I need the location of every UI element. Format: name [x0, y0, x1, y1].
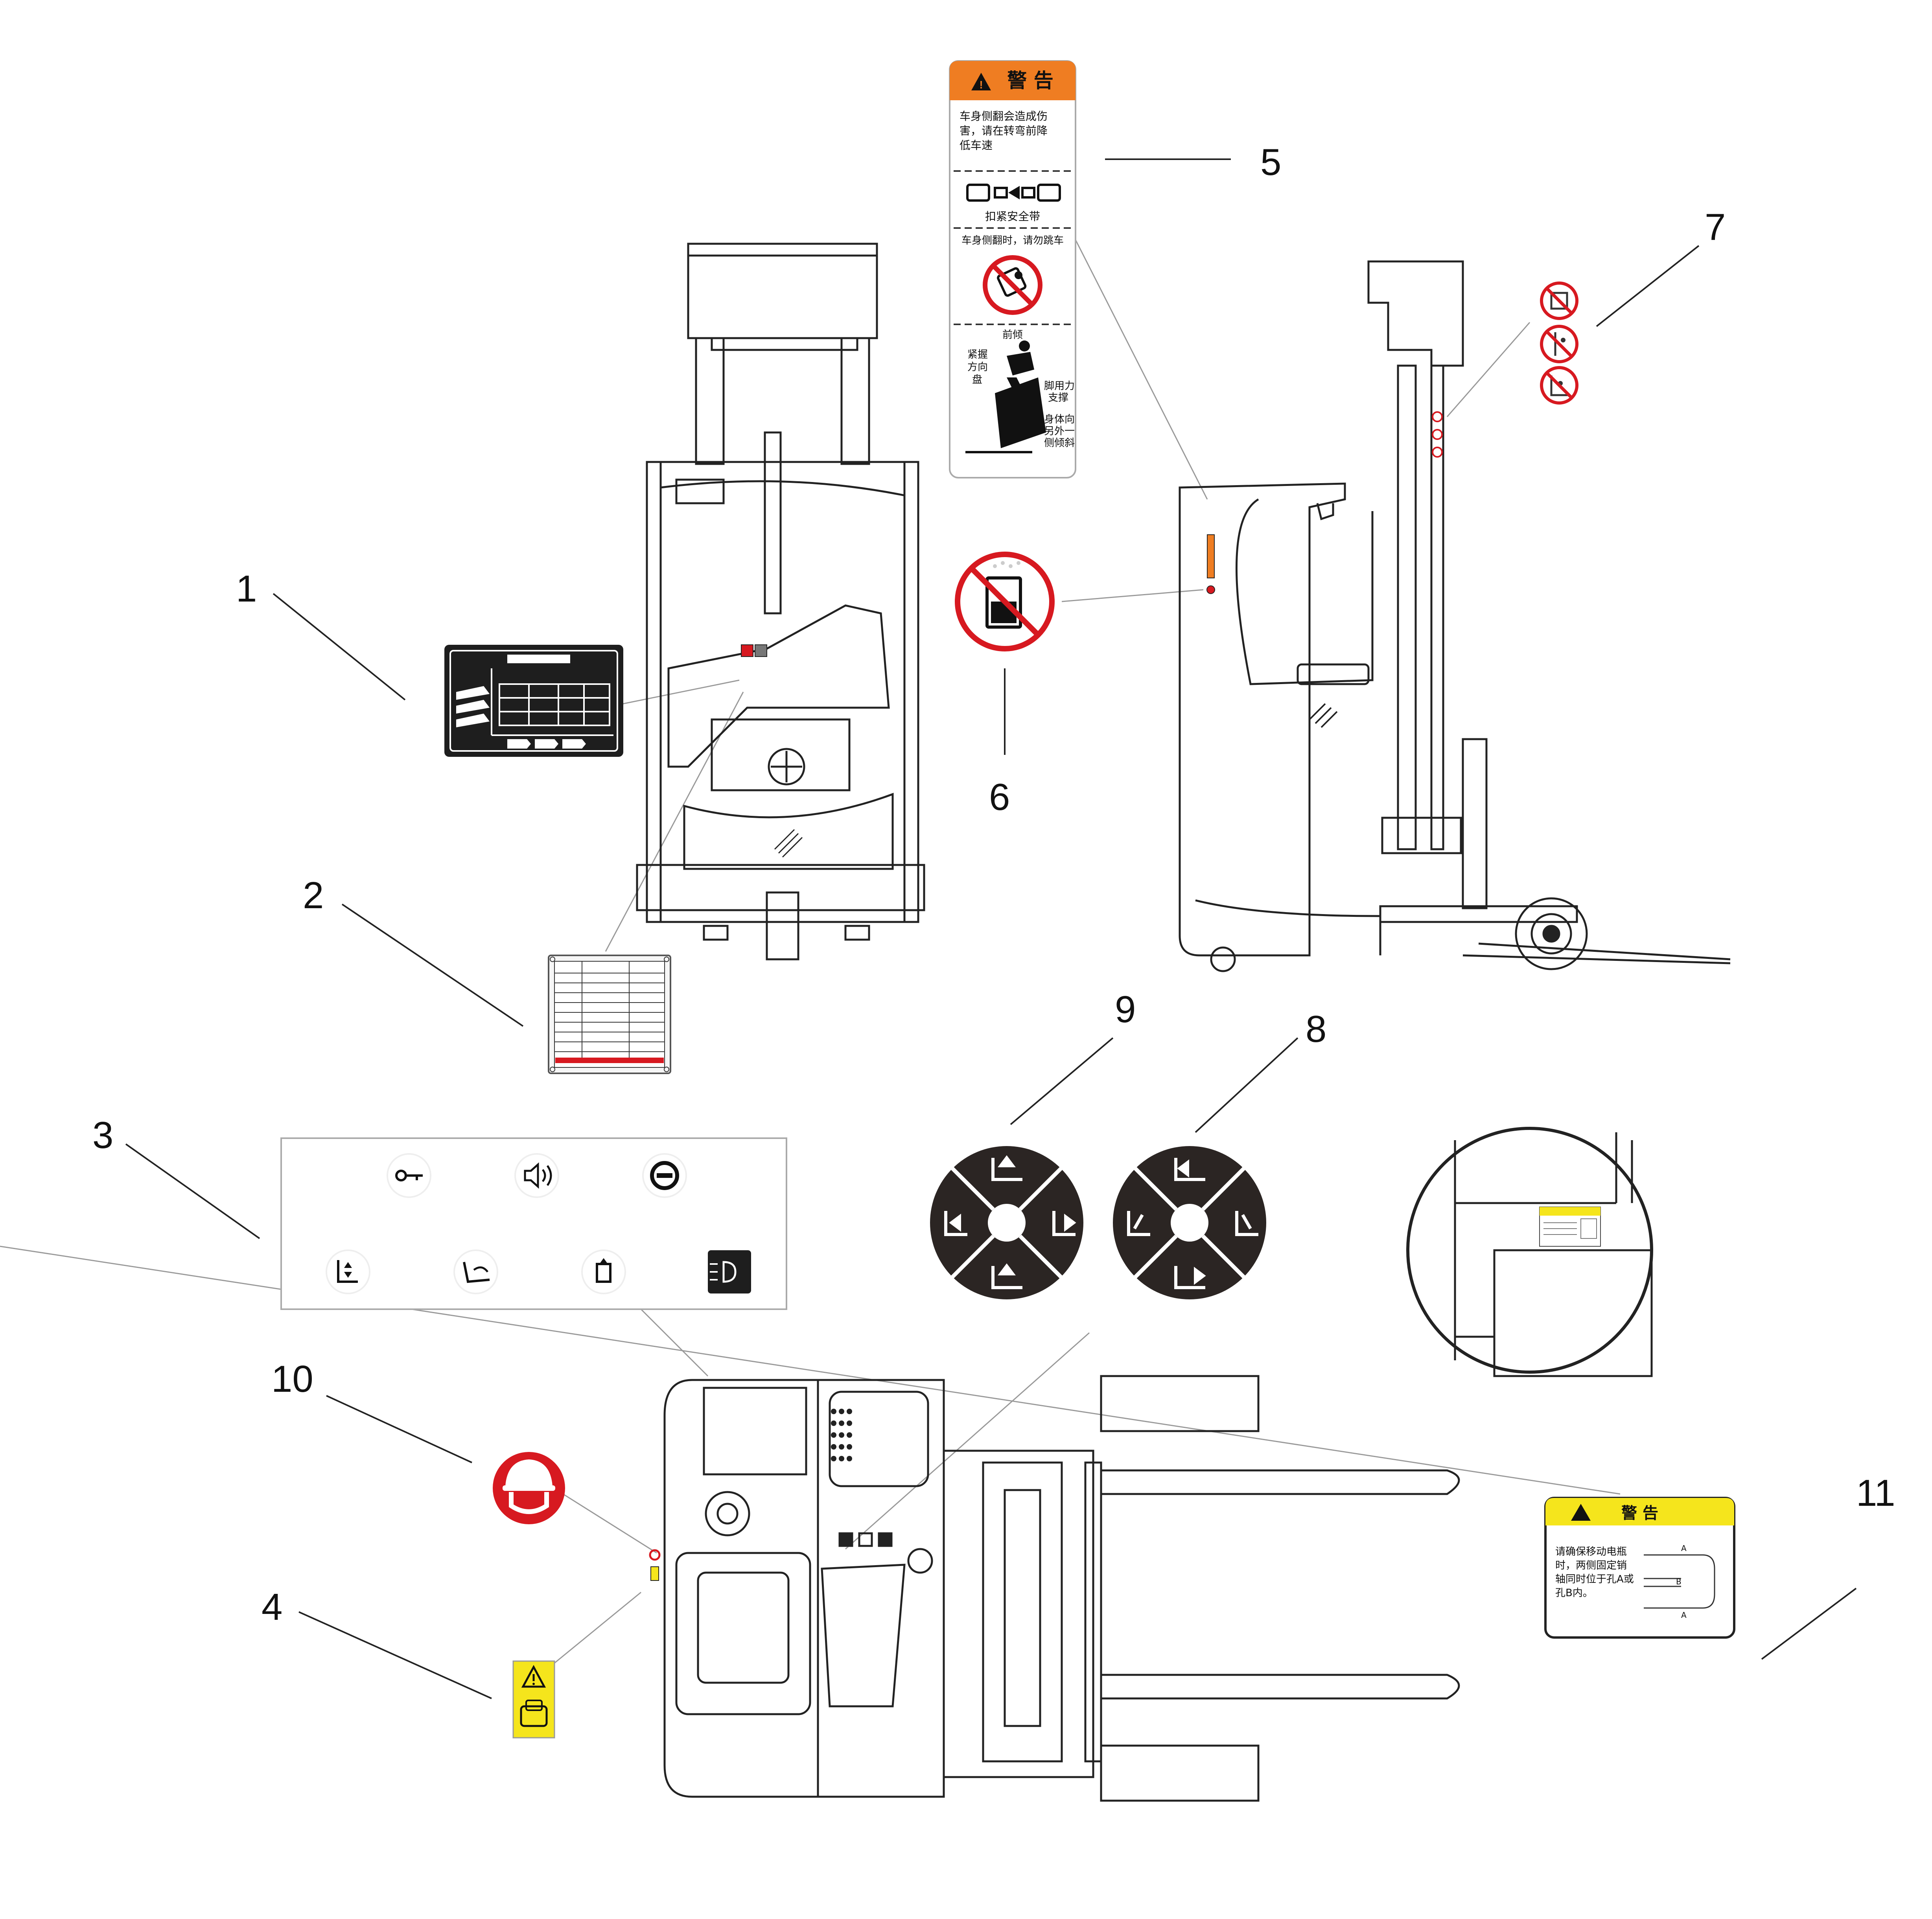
key-icon [387, 1153, 431, 1198]
label11-line1: 请确保移动电瓶 [1555, 1546, 1627, 1558]
callout-10: 10 [271, 1358, 313, 1400]
callout-8: 8 [1306, 1008, 1326, 1050]
callout-6: 6 [989, 776, 1010, 818]
seatbelt-icon [966, 184, 1061, 202]
lift-icon [326, 1249, 370, 1294]
callout-5: 5 [1260, 141, 1281, 183]
label5-grip1: 紧握 [967, 349, 988, 361]
helmet-icon [493, 1452, 565, 1524]
callout-leaders [125, 158, 1857, 1699]
forklift-side-view [1179, 260, 1731, 972]
direction-disc-9 [930, 1146, 1083, 1299]
rollover-warning-label: ! 警 告 车身侧翻会造成伤 害，请在转弯前降 低车速 扣紧安全带 车身侧翻时，… [949, 60, 1076, 478]
label5-belt: 扣紧安全带 [985, 210, 1040, 223]
detail-magnifier [1406, 1127, 1653, 1377]
no-under-fork-icon [1540, 325, 1578, 363]
forklift-front-view [636, 243, 925, 960]
label11-a-top: A [1681, 1544, 1687, 1553]
battery-pin-warning-label: 警 告 请确保移动电瓶 时，两侧固定销 轴同时位于孔A或 孔B内。 A B A [1544, 1497, 1735, 1639]
callout-2: 2 [303, 874, 324, 916]
label11-header: 警 告 [1621, 1504, 1658, 1522]
tilt-icon [453, 1249, 498, 1294]
forklift-top-view [649, 1375, 1460, 1802]
no-tipping-icon [955, 552, 1055, 651]
nameplate-label [548, 955, 671, 1074]
warning-icon [521, 1665, 546, 1688]
direction-disc-8 [1113, 1146, 1266, 1299]
label11-a-bottom: A [1681, 1610, 1687, 1620]
label11-b: B [1676, 1577, 1682, 1586]
label11-line4: 孔B内。 [1555, 1587, 1593, 1599]
label5-grip2: 方向 [967, 361, 988, 373]
label5-body1: 身体向 [1044, 414, 1075, 425]
label5-line1: 车身侧翻会造成伤 [960, 110, 1048, 123]
stop-icon [642, 1153, 687, 1198]
no-standing-icons [1540, 282, 1578, 405]
capacity-chart-label [444, 645, 623, 757]
no-ride-fork-icon [1540, 366, 1578, 405]
thin-leaders [0, 236, 1621, 1664]
no-standing-icon [1540, 282, 1578, 320]
callout-7: 7 [1705, 206, 1726, 248]
callout-9: 9 [1115, 988, 1136, 1030]
reach-icon [581, 1249, 626, 1294]
label5-nojump: 车身侧翻时，请勿跳车 [961, 235, 1064, 247]
driver-brace-icon [995, 340, 1046, 448]
label11-line3: 轴同时位于孔A或 [1555, 1573, 1634, 1585]
callout-1: 1 [236, 568, 257, 610]
label5-body2: 另外一 [1044, 425, 1075, 437]
seat-warning-label [512, 1660, 555, 1739]
label5-foot2: 支撑 [1048, 392, 1068, 404]
label11-line2: 时，两侧固定销 [1555, 1560, 1627, 1571]
callout-4: 4 [262, 1586, 282, 1628]
label5-header: 警 告 [1007, 69, 1053, 92]
control-symbol-panel [280, 1137, 787, 1310]
svg-text:!: ! [979, 79, 983, 91]
light-icon [708, 1250, 751, 1293]
horn-icon [514, 1153, 559, 1198]
label5-lean: 前倾 [1002, 329, 1023, 341]
label5-line2: 害，请在转弯前降 [960, 124, 1048, 137]
label5-foot1: 脚用力 [1044, 380, 1075, 392]
label5-line3: 低车速 [960, 139, 993, 152]
label5-grip3: 盘 [972, 374, 982, 386]
no-jump-icon [983, 255, 1042, 315]
label5-body3: 侧倾斜 [1044, 437, 1075, 449]
callout-3: 3 [92, 1114, 113, 1156]
callout-11: 11 [1856, 1472, 1895, 1514]
